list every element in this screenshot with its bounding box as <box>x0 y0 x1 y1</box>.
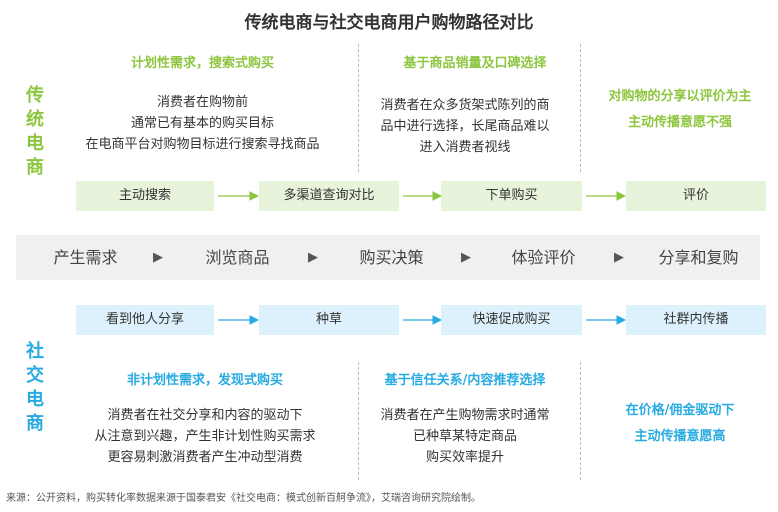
divider <box>580 44 581 172</box>
side-char: 商 <box>26 157 44 178</box>
desc-line: 在电商平台对购物目标进行搜索寻找商品 <box>85 137 320 152</box>
side-char: 商 <box>26 413 44 434</box>
side-char: 交 <box>26 365 44 386</box>
desc-line: 进入消费者视线 <box>419 140 511 155</box>
traditional-step: 多渠道查询对比 <box>259 181 399 211</box>
social-step: 快速促成购买 <box>441 305 582 335</box>
desc-line: 对购物的分享以评价为主 <box>608 89 752 104</box>
traditional-col2-heading: 基于商品销量及口碑选择 <box>403 56 547 71</box>
social-col2-heading: 基于信任关系/内容推荐选择 <box>384 373 546 388</box>
divider <box>580 362 581 480</box>
desc-line: 在价格/佣金驱动下 <box>625 403 735 418</box>
social-col1-heading: 非计划性需求，发现式购买 <box>126 373 283 388</box>
traditional-side-label: 传 统 电 商 <box>24 84 46 180</box>
stage-bar: 产生需求 ▶ 浏览商品 ▶ 购买决策 ▶ 体验评价 ▶ 分享和复购 <box>16 235 760 280</box>
desc-line: 已种草某特定商品 <box>412 429 517 444</box>
divider <box>358 44 359 172</box>
desc-line: 品中进行选择，长尾商品难以 <box>380 119 550 134</box>
source-note: 来源：公开资料，购买转化率数据来源于国泰君安《社交电商：模式创新百舸争流》，艾瑞… <box>6 493 481 504</box>
stage-arrow-icon: ▶ <box>461 250 471 265</box>
side-char: 电 <box>26 133 44 154</box>
social-step: 看到他人分享 <box>76 305 214 335</box>
traditional-arrow-icon <box>218 191 627 201</box>
desc-line: 消费者在购物前 <box>156 95 248 110</box>
desc-line: 主动传播意愿不强 <box>627 115 732 130</box>
stage-arrow-icon: ▶ <box>308 250 318 265</box>
traditional-col1-desc: 消费者在购物前 通常已有基本的购买目标 在电商平台对购物目标进行搜索寻找商品 <box>55 92 350 155</box>
stage-arrow-icon: ▶ <box>614 250 624 265</box>
desc-line: 更容易刺激消费者产生冲动型消费 <box>107 450 303 465</box>
social-side-label: 社 交 电 商 <box>24 340 46 436</box>
social-col1-desc: 消费者在社交分享和内容的驱动下 从注意到兴趣，产生非计划性购买需求 更容易刺激消… <box>55 405 355 468</box>
desc-line: 从注意到兴趣，产生非计划性购买需求 <box>94 429 316 444</box>
social-col2-desc: 消费者在产生购物需求时通常 已种草某特定商品 购买效率提升 <box>355 405 575 468</box>
stage-label: 购买决策 <box>359 248 424 267</box>
side-char: 统 <box>26 109 44 130</box>
stage-label: 产生需求 <box>53 248 118 267</box>
traditional-col3-desc: 对购物的分享以评价为主 主动传播意愿不强 <box>585 84 775 136</box>
traditional-col1-heading: 计划性需求，搜索式购买 <box>130 56 274 71</box>
desc-line: 主动传播意愿高 <box>634 429 726 444</box>
stage-label: 体验评价 <box>511 248 576 267</box>
traditional-col2-desc: 消费者在众多货架式陈列的商 品中进行选择，长尾商品难以 进入消费者视线 <box>355 95 575 158</box>
desc-line: 通常已有基本的购买目标 <box>130 116 274 131</box>
desc-line: 消费者在产生购物需求时通常 <box>380 408 550 423</box>
desc-line: 购买效率提升 <box>425 450 504 465</box>
side-char: 电 <box>26 389 44 410</box>
stage-label: 分享和复购 <box>658 248 739 267</box>
social-step: 社群内传播 <box>626 305 766 335</box>
side-char: 社 <box>26 341 44 362</box>
traditional-step: 评价 <box>626 181 766 211</box>
desc-line: 消费者在众多货架式陈列的商 <box>380 98 550 113</box>
traditional-step: 下单购买 <box>441 181 582 211</box>
stage-arrow-icon: ▶ <box>153 250 163 265</box>
desc-line: 消费者在社交分享和内容的驱动下 <box>107 408 303 423</box>
divider <box>358 362 359 480</box>
page-title: 传统电商与社交电商用户购物路径对比 <box>244 13 534 33</box>
side-char: 传 <box>26 85 44 106</box>
social-col3-desc: 在价格/佣金驱动下 主动传播意愿高 <box>590 398 770 450</box>
social-arrow-icon <box>218 315 627 325</box>
traditional-step: 主动搜索 <box>76 181 214 211</box>
social-step: 种草 <box>259 305 399 335</box>
stage-label: 浏览商品 <box>205 248 270 267</box>
